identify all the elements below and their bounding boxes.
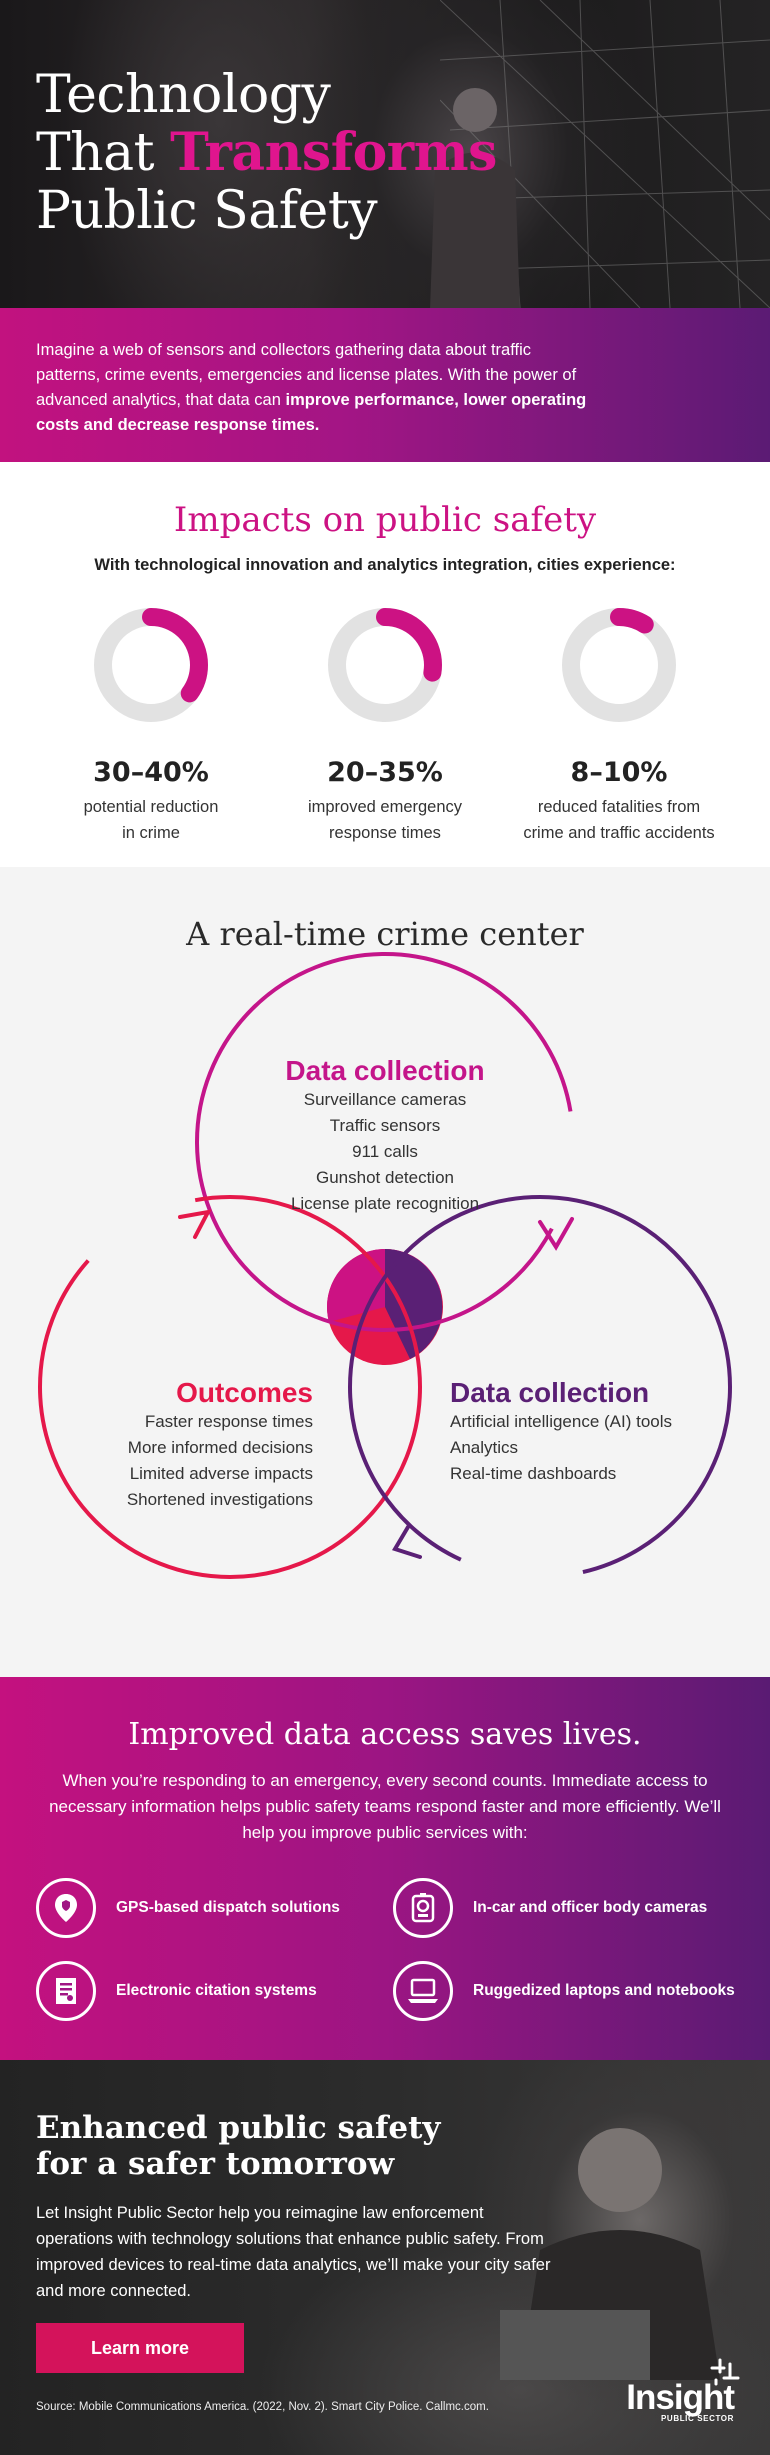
logo-tagline: PUBLIC SECTOR — [661, 2414, 734, 2423]
insight-hash-icon — [710, 2358, 740, 2386]
stat-crime-reduction: 30–40% potential reduction in crime — [36, 605, 266, 846]
crime-center-section: A real-time crime center Data collection… — [0, 867, 770, 1677]
stat-value: 8–10% — [570, 757, 668, 788]
cta-title: Enhanced public safety for a safer tomor… — [36, 2110, 441, 2182]
stat-desc-line1: potential reduction — [83, 798, 219, 816]
data-access-paragraph: When you’re responding to an emergency, … — [49, 1771, 721, 1842]
impacts-subtitle: With technological innovation and analyt… — [94, 556, 676, 574]
list-item: Gunshot detection — [316, 1168, 454, 1187]
stat-desc-line2: response times — [329, 824, 441, 842]
data-access-section: Improved data access saves lives. When y… — [0, 1677, 770, 2060]
list-item: Faster response times — [144, 1412, 313, 1431]
impacts-section: Impacts on public safety With technologi… — [0, 462, 770, 867]
list-item: Analytics — [450, 1438, 519, 1457]
venn-right-block: Data collection Artificial intelligence … — [450, 1377, 730, 1487]
venn-circle-top — [195, 952, 575, 1332]
stat-value: 20–35% — [327, 757, 443, 788]
list-item: 911 calls — [352, 1142, 418, 1161]
venn-center-purple — [385, 1249, 443, 1359]
impacts-title: Impacts on public safety — [173, 500, 597, 540]
venn-center — [327, 1249, 443, 1365]
service-label: Electronic citation systems — [116, 1982, 317, 1999]
arrow-icon — [392, 1525, 422, 1559]
cta-section: Enhanced public safety for a safer tomor… — [0, 2060, 770, 2455]
venn-circle-left — [38, 1195, 422, 1579]
donut-fill — [328, 608, 442, 722]
list-item: License plate recognition — [290, 1194, 480, 1213]
crime-center-title: A real-time crime center — [186, 915, 584, 953]
laptop-icon — [393, 1961, 453, 2021]
body-camera-icon — [393, 1878, 453, 1938]
stat-description: potential reduction in crime — [36, 794, 266, 846]
stat-value: 30–40% — [93, 757, 209, 788]
hero-title-line3: Public Safety — [36, 181, 378, 241]
services-grid: GPS-based dispatch solutions In-car and … — [0, 1866, 770, 2066]
donut-gauge — [562, 608, 676, 722]
donut-fill — [94, 608, 208, 722]
service-rugged-laptops: Ruggedized laptops and notebooks — [393, 1961, 735, 2021]
service-label: In-car and officer body cameras — [473, 1899, 708, 1916]
venn-right-heading: Data collection — [450, 1377, 650, 1408]
impact-stats: 30–40% potential reduction in crime 20–35… — [0, 575, 770, 842]
cta-paragraph: Let Insight Public Sector help you reima… — [36, 2204, 551, 2300]
learn-more-button[interactable]: Learn more — [36, 2323, 244, 2373]
list-item: Traffic sensors — [329, 1116, 441, 1135]
venn-left-heading: Outcomes — [176, 1377, 313, 1408]
stat-description: reduced fatalities from crime and traffic… — [504, 794, 734, 846]
intro-bold-text: improve performance, lower operating cos… — [36, 391, 587, 434]
stat-response-times: 20–35% improved emergency response times — [270, 605, 500, 846]
venn-diagram — [38, 952, 732, 1579]
venn-top-list: Surveillance cameras Traffic sensors 911… — [235, 1087, 535, 1217]
service-body-cameras: In-car and officer body cameras — [393, 1878, 707, 1938]
venn-left-list: Faster response times More informed deci… — [60, 1409, 313, 1513]
service-citation-systems: Electronic citation systems — [36, 1961, 317, 2021]
donut-track — [562, 608, 676, 722]
list-item: Artificial intelligence (AI) tools — [450, 1412, 673, 1431]
service-gps-dispatch: GPS-based dispatch solutions — [36, 1878, 340, 1938]
service-label: Ruggedized laptops and notebooks — [473, 1982, 735, 1999]
stat-description: improved emergency response times — [270, 794, 500, 846]
venn-right-list: Artificial intelligence (AI) tools Analy… — [450, 1409, 730, 1487]
venn-circle-right — [348, 1195, 732, 1579]
list-item: More informed decisions — [127, 1438, 313, 1457]
list-item: Real-time dashboards — [450, 1464, 617, 1483]
stat-fatalities: 8–10% reduced fatalities from crime and t… — [504, 605, 734, 846]
source-citation: Source: Mobile Communications America. (… — [36, 2401, 489, 2413]
list-item: Shortened investigations — [126, 1490, 313, 1509]
stat-desc-line2: crime and traffic accidents — [523, 824, 715, 842]
hero-section: Technology That Transforms Public Safety — [0, 0, 770, 308]
insight-logo[interactable]: Insight PUBLIC SECTOR — [626, 2358, 740, 2423]
map-pin-badge-icon — [36, 1878, 96, 1938]
venn-left-block: Outcomes Faster response times More info… — [60, 1377, 313, 1513]
hero-title: Technology That Transforms Public Safety — [36, 66, 497, 240]
stat-desc-line1: improved emergency — [307, 798, 463, 816]
stat-desc-line1: reduced fatalities from — [537, 798, 701, 816]
hero-background-photo — [0, 0, 770, 308]
intro-band: Imagine a web of sensors and collectors … — [0, 308, 770, 462]
hero-title-line1: Technology — [36, 65, 331, 125]
donut-gauge — [328, 608, 442, 722]
venn-top-block: Data collection Surveillance cameras Tra… — [235, 1055, 535, 1217]
list-item: Limited adverse impacts — [129, 1464, 313, 1483]
stat-desc-line2: in crime — [122, 824, 180, 842]
list-item: Surveillance cameras — [303, 1090, 467, 1109]
arrow-icon — [178, 1209, 212, 1239]
service-label: GPS-based dispatch solutions — [116, 1899, 340, 1916]
arrow-icon — [538, 1217, 574, 1251]
data-access-title: Improved data access saves lives. — [128, 1717, 642, 1752]
hero-title-line2-prefix: That — [36, 123, 171, 183]
donut-fill — [562, 608, 676, 722]
officer-silhouette — [430, 88, 520, 308]
donut-gauge — [94, 608, 208, 722]
citation-document-icon — [36, 1961, 96, 2021]
venn-top-heading: Data collection — [285, 1055, 485, 1086]
intro-paragraph: Imagine a web of sensors and collectors … — [36, 338, 596, 438]
officer-laptop-silhouette — [500, 2128, 720, 2380]
intro-text: Imagine a web of sensors and collectors … — [36, 341, 577, 409]
hero-title-highlight: Transforms — [170, 122, 497, 183]
